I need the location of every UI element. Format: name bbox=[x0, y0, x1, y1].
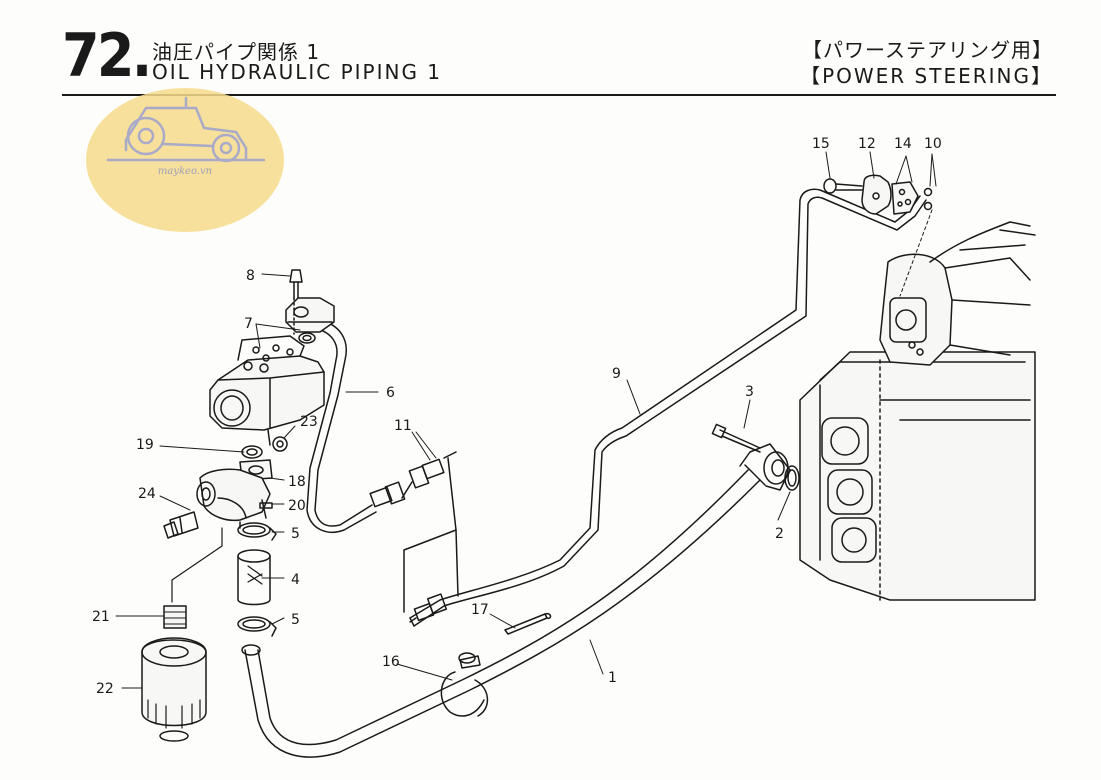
header-rule bbox=[62, 94, 1056, 96]
fitting-11 bbox=[369, 451, 459, 623]
top-fittings bbox=[823, 174, 933, 215]
callout-16: 16 bbox=[382, 654, 400, 670]
callout-24: 24 bbox=[138, 486, 156, 502]
callout-11: 11 bbox=[394, 418, 412, 434]
callout-10: 10 bbox=[924, 136, 942, 152]
hose-assembly bbox=[237, 521, 277, 637]
subtitle-english: 【POWER STEERING】 bbox=[800, 64, 1053, 88]
page-number: 72. bbox=[62, 21, 152, 91]
watermark-text: maykeo.vn bbox=[157, 166, 213, 177]
callout-4: 4 bbox=[291, 572, 300, 588]
title-english: OIL HYDRAULIC PIPING 1 bbox=[152, 60, 443, 84]
callout-14: 14 bbox=[894, 136, 912, 152]
callout-5-lower: 5 bbox=[291, 612, 300, 628]
page-header: 72. 油圧パイプ関係 1 OIL HYDRAULIC PIPING 1 【パワ… bbox=[0, 0, 1101, 100]
leader-lines bbox=[115, 151, 937, 689]
pipe-9 bbox=[409, 188, 927, 627]
callout-8: 8 bbox=[246, 268, 255, 284]
callout-5-upper: 5 bbox=[291, 526, 300, 542]
clamp-16 bbox=[440, 652, 489, 717]
callout-18: 18 bbox=[288, 474, 306, 490]
watermark-logo: maykeo.vn bbox=[86, 88, 284, 232]
steering-unit bbox=[209, 269, 335, 446]
callout-17: 17 bbox=[471, 602, 489, 618]
callout-1: 1 bbox=[608, 670, 617, 686]
tractor-icon bbox=[106, 96, 266, 163]
callout-23: 23 bbox=[300, 414, 318, 430]
pipe-1 bbox=[241, 423, 800, 758]
title-japanese: 油圧パイプ関係 1 bbox=[152, 40, 321, 64]
clip-17 bbox=[504, 612, 552, 635]
callout-12: 12 bbox=[858, 136, 876, 152]
callout-21: 21 bbox=[92, 609, 110, 625]
callout-7: 7 bbox=[244, 316, 253, 332]
callout-labels: 1 2 3 4 5 5 6 7 8 9 10 11 12 14 15 16 17… bbox=[92, 136, 942, 697]
callout-19: 19 bbox=[136, 437, 154, 453]
callout-22: 22 bbox=[96, 681, 114, 697]
callout-3: 3 bbox=[745, 384, 754, 400]
subtitle-japanese: 【パワーステアリング用】 bbox=[802, 38, 1053, 62]
callout-9: 9 bbox=[612, 366, 621, 382]
pipe-6 bbox=[306, 319, 377, 533]
callout-20: 20 bbox=[288, 498, 306, 514]
oil-filter bbox=[141, 527, 223, 742]
filter-head bbox=[163, 436, 288, 539]
engine-block bbox=[799, 221, 1036, 601]
callout-6: 6 bbox=[386, 385, 395, 401]
callout-15: 15 bbox=[812, 136, 830, 152]
callout-2: 2 bbox=[775, 526, 784, 542]
